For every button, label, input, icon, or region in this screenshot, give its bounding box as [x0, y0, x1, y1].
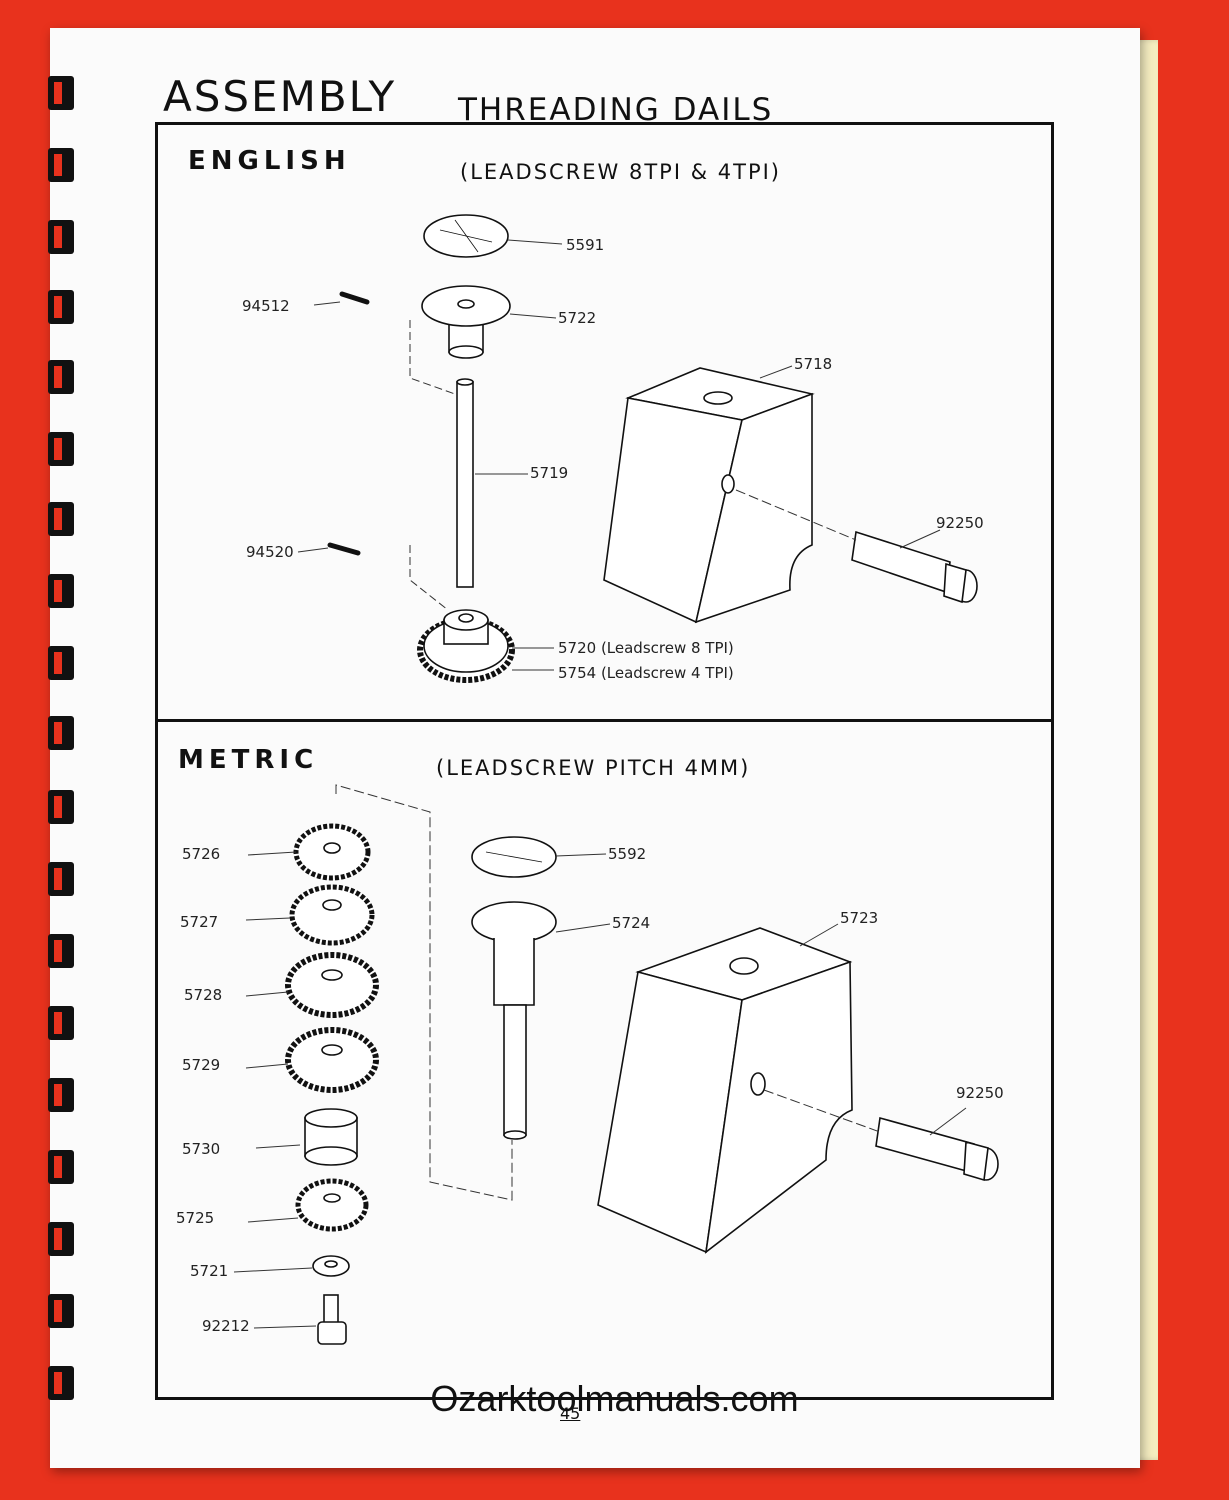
label-5719: 5719 [530, 464, 569, 482]
english-pin-bottom-part [327, 542, 361, 556]
metric-heading: METRIC [178, 745, 319, 775]
label-5726: 5726 [182, 845, 221, 863]
label-5725: 5725 [176, 1209, 215, 1227]
english-subheading: (LEADSCREW 8TPI & 4TPI) [460, 160, 781, 184]
label-94520: 94520 [246, 543, 294, 561]
label-5727: 5727 [180, 913, 219, 931]
diagram-frame [155, 122, 1054, 1400]
label-5729: 5729 [182, 1056, 221, 1074]
label-5724: 5724 [612, 914, 651, 932]
metric-gear-2-part [289, 884, 375, 946]
metric-gear-1-part [293, 823, 371, 881]
metric-gear-3-part [285, 952, 379, 1018]
metric-shaft-part [471, 901, 557, 1140]
english-washer-part [421, 285, 511, 359]
label-5730: 5730 [182, 1140, 221, 1158]
section-divider [155, 719, 1051, 722]
metric-screw-part [875, 1116, 999, 1182]
metric-washer-part [312, 1255, 350, 1277]
page-title: ASSEMBLY [163, 72, 397, 121]
label-92250-metric: 92250 [956, 1084, 1004, 1102]
english-body-part [603, 367, 815, 624]
label-94512: 94512 [242, 297, 290, 315]
label-92212: 92212 [202, 1317, 250, 1335]
label-5592: 5592 [608, 845, 647, 863]
english-heading: ENGLISH [188, 146, 351, 176]
metric-subheading: (LEADSCREW PITCH 4MM) [436, 756, 751, 780]
english-pin-top-part [339, 291, 370, 305]
label-5591: 5591 [566, 236, 605, 254]
label-5723: 5723 [840, 909, 879, 927]
metric-body-part [597, 927, 853, 1254]
page-number: 45 [560, 1404, 581, 1423]
english-shaft-part [456, 378, 474, 588]
english-screw-part [851, 530, 978, 604]
label-5718: 5718 [794, 355, 833, 373]
label-92250-english: 92250 [936, 514, 984, 532]
label-5754: 5754 (Leadscrew 4 TPI) [558, 664, 734, 682]
label-5721: 5721 [190, 1262, 229, 1280]
english-gear-part [417, 609, 515, 683]
metric-small-screw-part [317, 1294, 347, 1345]
manual-page [50, 28, 1140, 1468]
watermark-text: Ozarktoolmanuals.com [430, 1378, 799, 1419]
label-5722: 5722 [558, 309, 597, 327]
metric-gear-5-part [295, 1178, 369, 1232]
label-5728: 5728 [184, 986, 223, 1004]
label-5720: 5720 (Leadscrew 8 TPI) [558, 639, 734, 657]
metric-dial-part [471, 836, 557, 878]
metric-gear-4-part [285, 1027, 379, 1093]
metric-spacer-part [304, 1108, 358, 1166]
